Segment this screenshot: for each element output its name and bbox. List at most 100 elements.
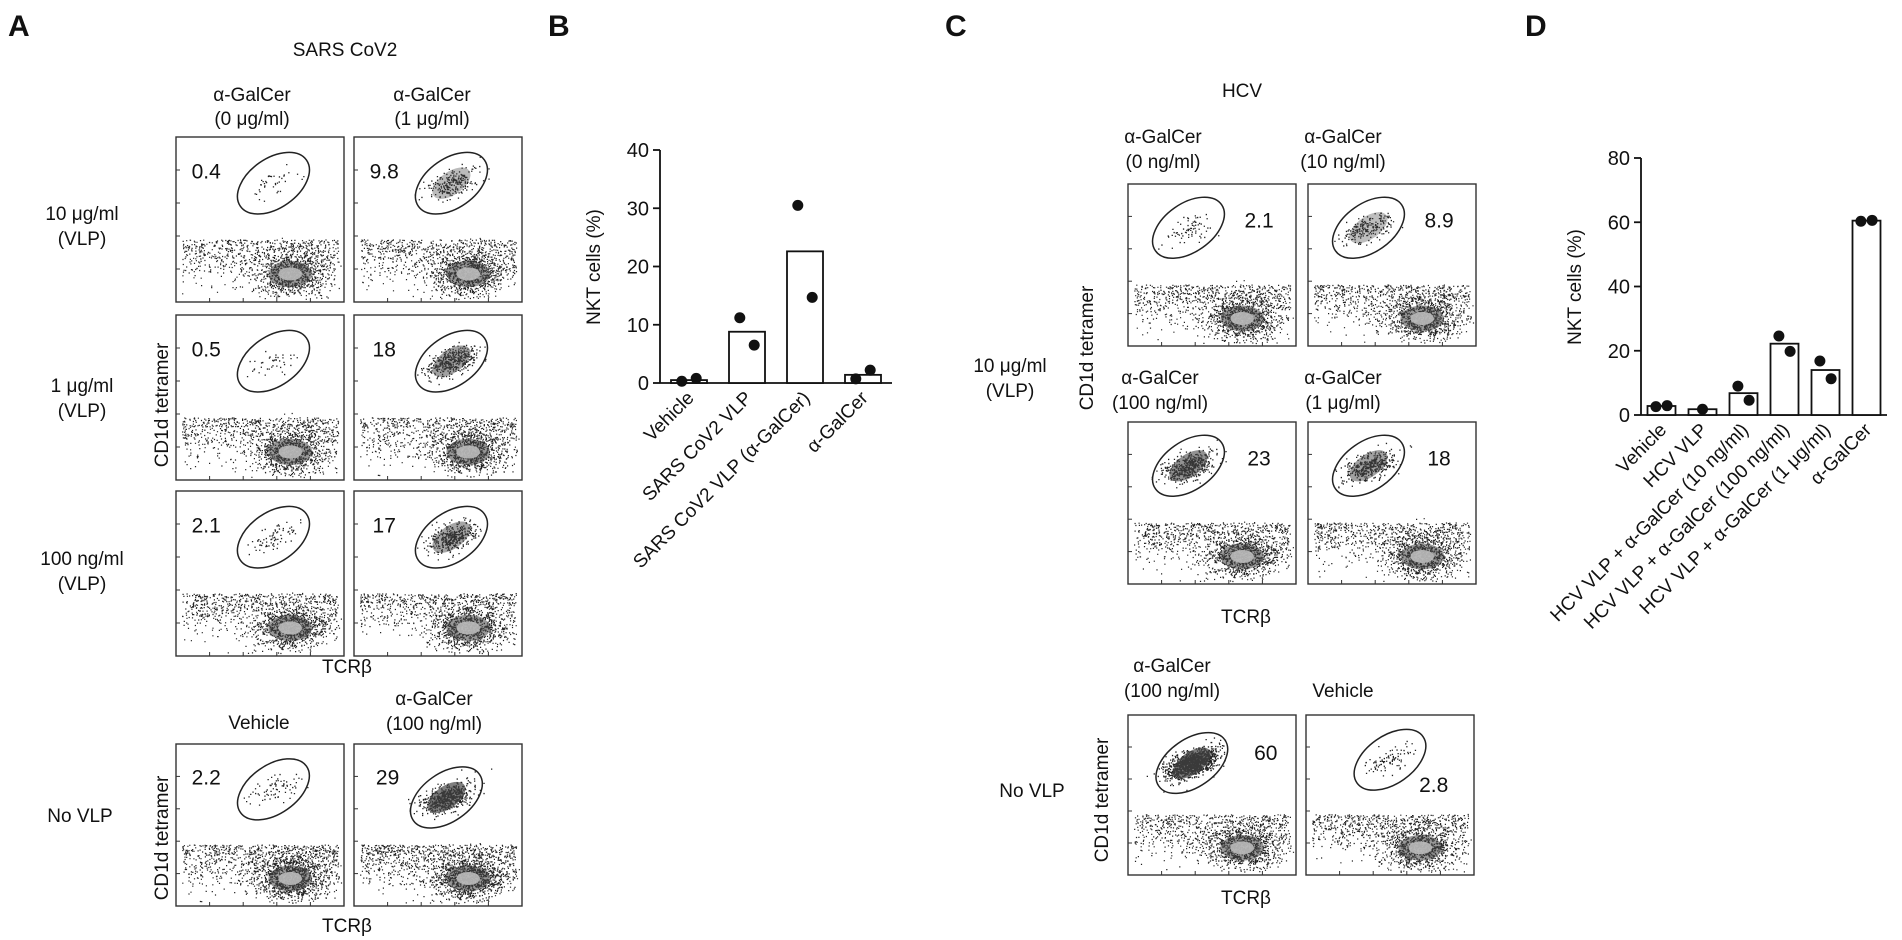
bar	[786, 250, 824, 384]
flow-plot-frame	[353, 136, 523, 303]
flow-nkt-core	[1349, 450, 1388, 482]
flow-plot-frame	[1127, 421, 1297, 585]
flow-plot-frame	[353, 490, 523, 657]
c-row-label-line2: (VLP)	[986, 381, 1035, 402]
bar	[844, 373, 882, 384]
y-tick-label: 10	[627, 315, 649, 337]
data-point	[676, 375, 688, 387]
bar	[1851, 219, 1882, 416]
data-point	[1650, 401, 1662, 413]
a-novlp-ylabel: CD1d tetramer	[152, 775, 173, 900]
flow-plot: 2.1	[175, 490, 345, 657]
data-point	[1855, 215, 1867, 227]
data-point	[850, 373, 862, 385]
panel-c-title: HCV	[1222, 81, 1262, 102]
flow-gate	[414, 329, 489, 393]
bar	[1769, 342, 1800, 416]
flow-gate	[236, 329, 311, 393]
flow-gate-value: 60	[1254, 742, 1277, 765]
flow-nkt-core	[432, 345, 471, 377]
panel-label-c: C	[945, 10, 967, 43]
panel-c: HCV α-GalCer (0 ng/ml) α-GalCer (10 ng/m…	[973, 81, 1477, 909]
flow-gate-value: 8.9	[1424, 210, 1453, 233]
flow-gate-value: 0.4	[192, 160, 222, 183]
data-point	[1825, 373, 1837, 385]
a-row-label-3-line2: (VLP)	[58, 574, 107, 595]
panel-label-a: A	[8, 10, 30, 43]
flow-plot: 60	[1127, 714, 1297, 876]
flow-gate	[414, 151, 489, 215]
a-novlp-col-header-1: Vehicle	[228, 713, 289, 734]
flow-gate-value: 18	[1427, 448, 1450, 471]
flow-tcell-core-center	[1408, 841, 1432, 855]
a-col-header-1-line2: (0 μg/ml)	[214, 109, 289, 130]
flow-plot: 18	[1307, 421, 1477, 585]
flow-gate	[1353, 728, 1427, 791]
flow-tcell-core-center	[1230, 549, 1254, 563]
a-col-header-1-line1: α-GalCer	[213, 85, 291, 106]
c-novlp-col-header-1-line1: α-GalCer	[1133, 656, 1211, 677]
flow-gate	[1155, 731, 1229, 795]
y-tick-label: 20	[627, 257, 649, 279]
y-tick-label: 20	[1608, 341, 1630, 363]
flow-gate	[1331, 196, 1406, 260]
flow-gate-value: 9.8	[370, 160, 399, 183]
c-xlabel: TCRβ	[1221, 607, 1271, 628]
c-col-header-3-line2: (100 ng/ml)	[1112, 393, 1208, 414]
a-row-label-1-line1: 10 μg/ml	[45, 204, 118, 225]
y-tick-label: 0	[1619, 405, 1630, 427]
flow-plot: 0.4	[175, 136, 345, 303]
data-point	[792, 199, 804, 211]
flow-tcell-core-center	[278, 267, 302, 281]
flow-gate-value: 17	[373, 514, 396, 537]
flow-gate-value: 2.1	[1244, 210, 1273, 233]
flow-plot-frame	[1127, 714, 1297, 876]
a-novlp-col-header-2-line2: (100 ng/ml)	[386, 714, 482, 735]
data-point	[1773, 330, 1785, 342]
flow-plot: 18	[353, 314, 523, 481]
a-xlabel: TCRβ	[322, 657, 372, 678]
data-point	[1661, 400, 1673, 412]
panel-a: SARS CoV2 α-GalCer (0 μg/ml) α-GalCer (1…	[40, 40, 523, 937]
flow-plot: 8.9	[1307, 183, 1477, 347]
data-point	[806, 291, 818, 303]
panel-c-novlp-plots: 602.8	[1127, 714, 1475, 876]
data-point	[748, 339, 760, 351]
flow-event-dots	[1312, 740, 1472, 873]
c-col-header-2-line1: α-GalCer	[1304, 127, 1382, 148]
flow-gate	[236, 151, 311, 215]
data-point	[1866, 214, 1878, 226]
flow-tcell-core-center	[278, 445, 302, 459]
c-col-header-1-line2: (0 ng/ml)	[1126, 152, 1201, 173]
flow-gate-value: 2.8	[1419, 774, 1448, 797]
c-novlp-row-label: No VLP	[999, 781, 1064, 802]
d-ylabel: NKT cells (%)	[1565, 229, 1586, 345]
flow-gate	[1151, 196, 1226, 260]
flow-nkt-core	[1169, 450, 1208, 482]
c-novlp-ylabel: CD1d tetramer	[1092, 737, 1113, 862]
y-tick-label: 40	[1608, 277, 1630, 299]
c-row-label-line1: 10 μg/ml	[973, 356, 1046, 377]
flow-gate-value: 18	[373, 338, 396, 361]
flow-plot: 0.5	[175, 314, 345, 481]
flow-gate-value: 23	[1247, 448, 1270, 471]
flow-events	[1312, 740, 1472, 873]
data-point	[1732, 380, 1744, 392]
a-novlp-col-header-2-line1: α-GalCer	[395, 689, 473, 710]
flow-tcell-core-center	[1230, 311, 1254, 325]
c-novlp-col-header-1-line2: (100 ng/ml)	[1124, 681, 1220, 702]
data-point	[1784, 345, 1796, 357]
y-tick-label: 40	[627, 140, 649, 162]
flow-gate	[409, 766, 483, 829]
flow-plot-frame	[1127, 183, 1297, 347]
flow-tcell-core-center	[456, 445, 480, 459]
flow-gate-value: 2.1	[192, 514, 221, 537]
flow-gate	[1151, 434, 1226, 498]
panel-label-b: B	[548, 10, 570, 43]
a-col-header-2-line1: α-GalCer	[393, 85, 471, 106]
flow-tcell-core-center	[456, 267, 480, 281]
x-tick-label: Vehicle	[640, 388, 698, 446]
